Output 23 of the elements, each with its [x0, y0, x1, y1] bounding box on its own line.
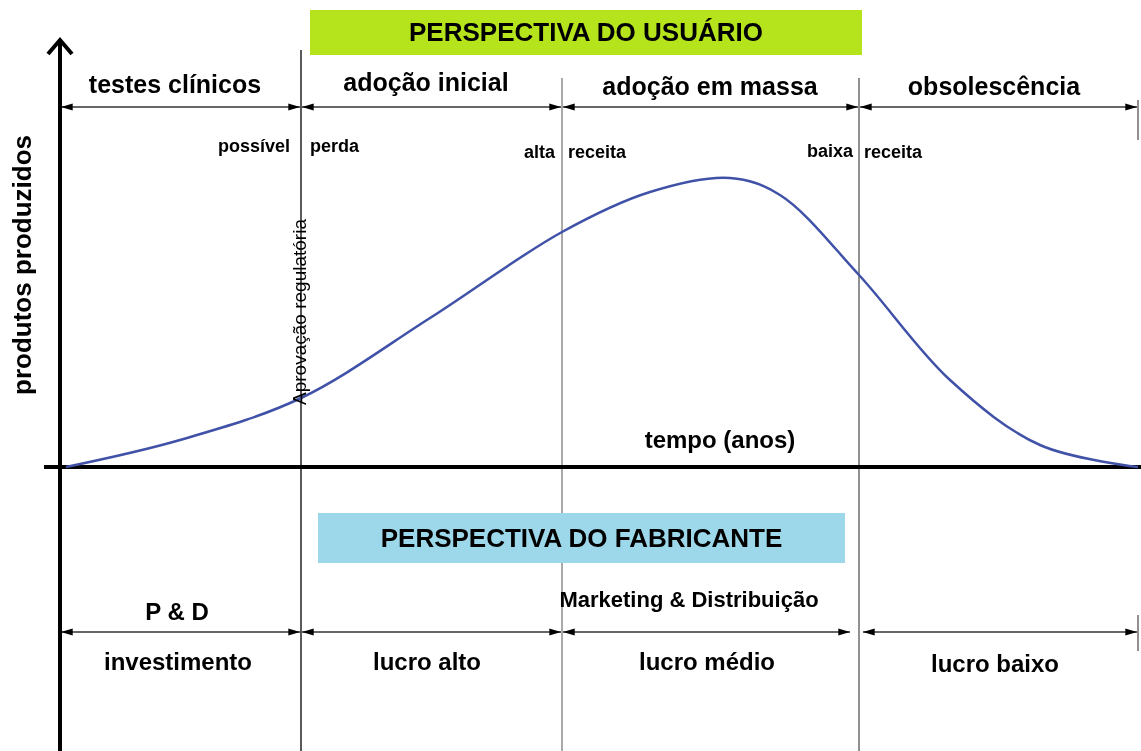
heading-band — [310, 10, 862, 55]
note-text: receita — [864, 143, 923, 163]
profit-label: lucro baixo — [931, 650, 1059, 678]
heading-text: PERSPECTIVA DO USUÁRIO — [409, 17, 763, 48]
phase-label: obsolescência — [907, 73, 1081, 101]
phase-label: Marketing & Distribuição — [559, 587, 819, 613]
profit-label: lucro médio — [639, 648, 775, 676]
note-text: baixa — [806, 142, 853, 162]
heading-band — [318, 513, 845, 563]
note-text: receita — [568, 143, 627, 163]
profit-label: investimento — [104, 648, 252, 676]
profit-label: lucro alto — [373, 648, 481, 676]
heading-text: PERSPECTIVA DO FABRICANTE — [380, 522, 783, 554]
note-text: perda — [310, 137, 360, 157]
note-text: alta — [523, 143, 555, 163]
milestone-label: Aprovação regulatória — [289, 219, 311, 405]
note-text: possível — [217, 137, 290, 157]
axis-title: tempo (anos) — [644, 426, 796, 454]
phase-label: adoção em massa — [602, 73, 818, 101]
phase-label: P & D — [145, 598, 209, 626]
phase-label: testes clínicos — [88, 71, 262, 99]
phase-label: adoção inicial — [343, 69, 509, 97]
axis-title: produtos produzidos — [7, 135, 37, 395]
